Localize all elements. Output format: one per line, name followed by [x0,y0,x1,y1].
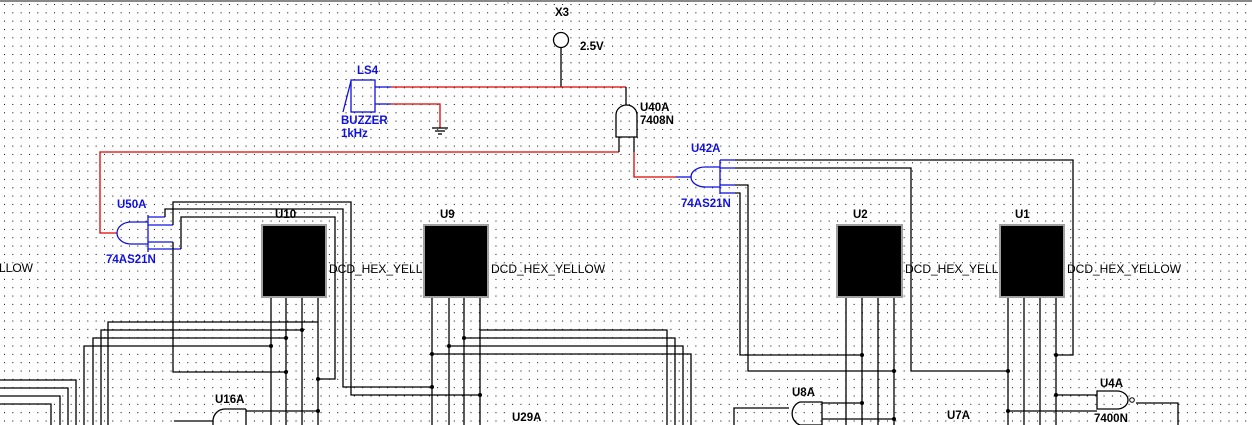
x3-value: 2.5V [580,41,604,53]
buzzer-ls4[interactable]: LS4 BUZZER 1kHz [341,65,391,140]
u50a-ref: U50A [117,199,146,211]
and-gate-icon [116,221,148,245]
display-u2[interactable]: U2 DCD_HEX_YELL [836,209,999,298]
x3-ref: X3 [555,7,569,19]
wires-black[interactable] [0,159,1179,425]
u2-ref: U2 [853,209,868,221]
u10-part: DCD_HEX_YELL [329,262,423,276]
gate-u42a[interactable]: U42A 74AS21N [676,143,735,210]
u10-ref: U10 [275,209,296,221]
left-display-part: LLOW [0,261,34,275]
and-gate-icon [615,104,638,138]
hex-display-icon [261,224,327,298]
u40a-part: 7408N [640,115,674,127]
sheet-border [0,0,1252,4]
u42a-ref: U42A [691,143,720,155]
u1-part: DCD_HEX_YELLOW [1067,262,1182,276]
and-gate-icon [690,166,720,188]
gate-u40a[interactable]: U40A 7408N [615,87,674,152]
junction-dots [269,328,1058,421]
u9-ref: U9 [440,209,455,221]
u9-part: DCD_HEX_YELLOW [491,262,606,276]
gate-u4a[interactable]: U4A 7400N [1093,378,1135,425]
u4a-ref: U4A [1100,378,1123,390]
u29a-ref: U29A [512,412,541,424]
hex-display-icon [423,224,489,298]
u1-ref: U1 [1015,209,1030,221]
ls4-ref: LS4 [357,65,379,77]
ls4-value: 1kHz [341,128,368,140]
gate-u16a[interactable]: U16A [212,394,247,425]
probe-lamp-icon [552,31,570,49]
u42a-part: 74AS21N [681,198,731,210]
u8a-ref: U8A [792,387,815,399]
u50a-part: 74AS21N [106,254,156,266]
u16a-ref: U16A [215,394,244,406]
u2-part: DCD_HEX_YELL [905,262,999,276]
ls4-type: BUZZER [341,115,388,127]
u40a-ref: U40A [640,102,669,114]
hex-display-icon [836,224,903,298]
wires-red[interactable] [99,86,676,234]
display-u10[interactable]: U10 DCD_HEX_YELL [261,209,423,298]
display-u9[interactable]: U9 DCD_HEX_YELLOW [423,209,606,298]
buzzer-icon [350,79,376,113]
probe-x3[interactable]: X3 2.5V [552,7,604,87]
display-u1[interactable]: U1 DCD_HEX_YELLOW [999,209,1182,298]
nand-gate-icon [1096,390,1129,410]
u4a-part: 7400N [1094,413,1128,425]
u7a-ref: U7A [947,410,970,422]
and-gate-icon [212,408,247,425]
gate-u50a[interactable]: U50A 74AS21N [106,199,181,266]
hex-display-icon [999,224,1065,298]
ground-icon [432,127,448,135]
